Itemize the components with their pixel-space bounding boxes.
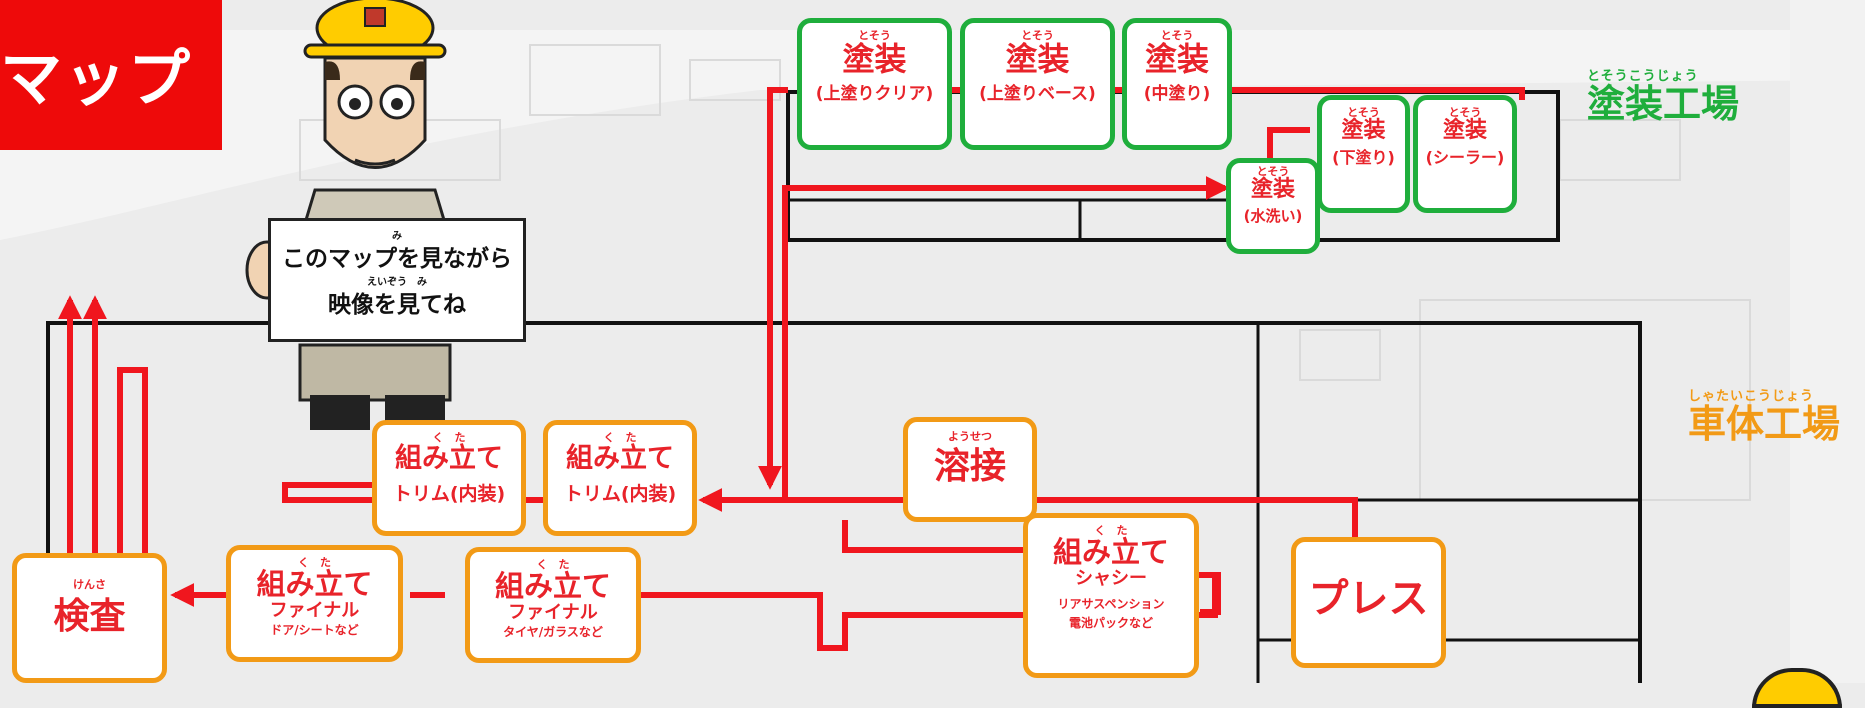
- step-sub: トリム(内装): [392, 482, 506, 505]
- step-ruby: く た: [536, 558, 570, 571]
- step-ruby: く た: [432, 431, 466, 444]
- step-name: 塗装: [1250, 177, 1295, 202]
- step-name: 組み立て: [395, 443, 503, 474]
- step-ruby: く た: [1094, 524, 1128, 537]
- step-sub: (下塗り): [1332, 148, 1395, 168]
- assembly-final-1: く た 組み立て ファイナル タイヤ/ガラスなど: [465, 547, 641, 663]
- step-sub: (中塗り): [1143, 84, 1211, 105]
- assembly-final-2: く た 組み立て ファイナル ドア/シートなど: [226, 545, 403, 662]
- step-name: 塗装: [842, 40, 907, 78]
- sign-ruby-2: えいぞう み: [367, 277, 427, 288]
- paint-step-sealer: とそう 塗装 (シーラー): [1413, 95, 1517, 213]
- step-ruby: ようせつ: [948, 430, 992, 443]
- step-sub: ファイナル: [269, 599, 360, 621]
- step-name: 溶接: [933, 446, 1006, 487]
- step-ruby: く た: [298, 556, 331, 569]
- body-factory-ruby: しゃたいこうじょう: [1688, 389, 1815, 404]
- paint-factory-name: 塗装工場: [1587, 82, 1740, 126]
- step-detail-2: 電池パックなど: [1068, 616, 1153, 631]
- step-ruby: とそう: [1160, 29, 1194, 42]
- step-name: 塗装: [1341, 118, 1386, 143]
- step-name: 塗装: [1005, 40, 1070, 78]
- body-factory-name: 車体工場: [1688, 402, 1841, 446]
- step-ruby: とそう: [1256, 165, 1290, 178]
- step-name: 塗装: [1442, 118, 1487, 143]
- step-sub: シャシー: [1075, 567, 1147, 589]
- assembly-trim-2: く た 組み立て トリム(内装): [543, 420, 697, 536]
- welding-step: ようせつ 溶接: [903, 417, 1037, 522]
- step-name: 組み立て: [494, 569, 611, 603]
- step-detail: ドア/シートなど: [270, 622, 359, 637]
- step-ruby: けんさ: [73, 578, 106, 591]
- body-factory-label: しゃたいこうじょう 車体工場: [1688, 385, 1840, 446]
- step-sub: (上塗りクリア): [815, 84, 934, 105]
- step-name: 組み立て: [566, 443, 674, 474]
- step-sub: (シーラー): [1425, 148, 1505, 168]
- sign-line-1: このマップを見ながら: [282, 246, 512, 272]
- step-name: 塗装: [1144, 40, 1209, 78]
- inspection-step: けんさ 検査: [12, 553, 167, 683]
- press-step: プレス: [1291, 537, 1446, 668]
- paint-step-topcoat-base: とそう 塗装 (上塗りベース): [960, 18, 1115, 150]
- map-title: マップ: [0, 42, 193, 115]
- paint-step-water-wash: とそう 塗装 (水洗い): [1226, 158, 1320, 254]
- step-sub: (水洗い): [1243, 207, 1303, 226]
- paint-step-undercoat: とそう 塗装 (下塗り): [1317, 95, 1410, 213]
- assembly-trim-1: く た 組み立て トリム(内装): [372, 420, 526, 536]
- assembly-chassis: く た 組み立て シャシー リアサスペンション 電池パックなど: [1023, 513, 1199, 678]
- step-ruby: とそう: [1347, 106, 1380, 119]
- paint-factory-label: とそうこうじょう 塗装工場: [1587, 65, 1739, 126]
- paint-step-middle-coat: とそう 塗装 (中塗り): [1122, 18, 1232, 150]
- step-name: 検査: [53, 596, 126, 637]
- step-ruby: とそう: [858, 29, 891, 42]
- step-name: 組み立て: [256, 567, 373, 601]
- step-sub: トリム(内装): [563, 482, 677, 505]
- step-ruby: とそう: [1021, 29, 1054, 42]
- step-name: プレス: [1308, 576, 1429, 622]
- mascot-sign: み このマップを見ながら えいぞう み 映像を見てね: [268, 218, 526, 342]
- step-name: 組み立て: [1052, 535, 1169, 569]
- map-title-banner: マップ: [0, 0, 222, 150]
- step-detail-1: リアサスペンション: [1057, 596, 1165, 611]
- step-detail: タイヤ/ガラスなど: [503, 624, 603, 639]
- paint-factory-ruby: とそうこうじょう: [1587, 69, 1699, 84]
- step-sub: (上塗りベース): [979, 84, 1096, 105]
- step-sub: ファイナル: [508, 601, 598, 623]
- step-ruby: く た: [603, 431, 637, 444]
- paint-step-topcoat-clear: とそう 塗装 (上塗りクリア): [797, 18, 952, 150]
- sign-ruby-1: み: [392, 231, 402, 242]
- step-ruby: とそう: [1448, 106, 1482, 119]
- sign-line-2: 映像を見てね: [328, 292, 466, 318]
